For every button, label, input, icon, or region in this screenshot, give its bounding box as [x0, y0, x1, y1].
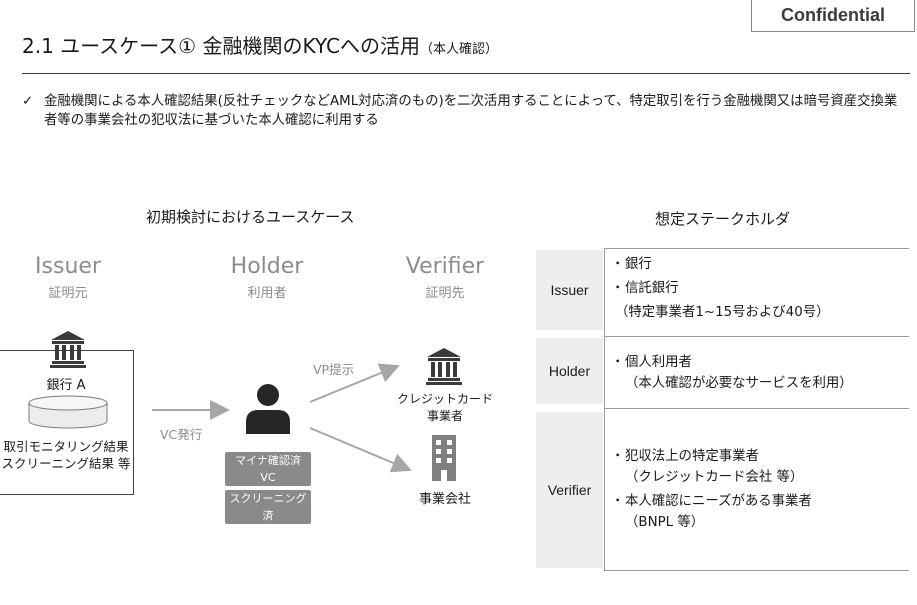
- summary-bullet: ✓ 金融機関による本人確認結果(反社チェックなどAML対応済のもの)を二次活用す…: [22, 92, 902, 130]
- table-line-top: [604, 248, 909, 249]
- screening-vc-line2: VC: [260, 526, 276, 539]
- role-verifier-ja: 証明先: [425, 286, 465, 301]
- page-title-main: 2.1 ユースケース① 金融機関のKYCへの活用: [22, 34, 420, 58]
- role-holder-ja: 利用者: [247, 286, 287, 301]
- card-company-bank-icon: [426, 348, 462, 385]
- mynumber-vc-line1: マイナ確認済: [235, 454, 301, 467]
- card-company-line2: 事業者: [426, 409, 463, 423]
- bullet-mark: ・: [611, 449, 625, 464]
- screening-vc-badge: スクリーニング済 VC: [225, 490, 311, 539]
- person-icon: [246, 384, 290, 434]
- bullet-mark: ・: [611, 257, 625, 272]
- table-line-bottom: [604, 570, 909, 571]
- bullet-mark: ・: [611, 355, 625, 370]
- role-issuer-en: Issuer: [35, 254, 101, 279]
- holder-desc-line1: 個人利用者: [625, 355, 692, 370]
- page-title: 2.1 ユースケース① 金融機関のKYCへの活用（本人確認）: [22, 30, 498, 59]
- confidential-badge: Confidential: [751, 0, 915, 32]
- office-building-icon: [432, 435, 456, 481]
- page-title-sub: （本人確認）: [419, 42, 498, 57]
- issuer-bank-name: 銀行 A: [46, 378, 86, 393]
- mynumber-vc-badge: マイナ確認済 VC: [225, 452, 311, 486]
- verifier-desc: ・犯収法上の特定事業者 （クレジットカード会社 等） ・本人確認にニーズがある事…: [611, 446, 812, 533]
- bullet-mark: ・: [611, 281, 625, 296]
- table-line-1: [604, 336, 909, 337]
- table-line-2: [604, 408, 909, 409]
- holder-desc-line2: （本人確認が必要なサービスを利用）: [625, 376, 853, 391]
- usecase-section-title: 初期検討におけるユースケース: [146, 208, 355, 226]
- table-divider: [604, 248, 605, 570]
- issuer-desc-line1: 銀行: [625, 257, 652, 272]
- check-icon: ✓: [22, 94, 34, 109]
- screening-vc-line1: スクリーニング済: [229, 492, 307, 522]
- verifier-desc-line4: （BNPL 等）: [625, 515, 705, 530]
- verifier-desc-line1: 犯収法上の特定事業者: [625, 449, 759, 464]
- summary-text: 金融機関による本人確認結果(反社チェックなどAML対応済のもの)を二次活用するこ…: [44, 94, 898, 128]
- role-verifier-en: Verifier: [405, 254, 485, 279]
- vp-present-label: VP提示: [313, 362, 355, 377]
- holder-desc: ・個人利用者 （本人確認が必要なサービスを利用）: [611, 352, 853, 394]
- stakeholder-holder-role: Holder: [536, 338, 603, 404]
- bullet-mark: ・: [611, 494, 625, 509]
- stakeholder-section-title: 想定ステークホルダ: [655, 210, 791, 228]
- card-company-line1: クレジットカード: [396, 392, 493, 406]
- issuer-records-line2: スクリーニング結果 等: [1, 456, 131, 471]
- stakeholder-verifier-role: Verifier: [536, 412, 603, 568]
- stakeholder-issuer-role: Issuer: [536, 250, 603, 330]
- database-icon: [28, 395, 108, 429]
- issuer-bank-box: [0, 350, 134, 495]
- role-issuer-ja: 証明元: [48, 286, 88, 301]
- mynumber-vc-line2: VC: [260, 471, 276, 484]
- issuer-desc: ・銀行 ・信託銀行 （特定事業者1~15号および40号）: [611, 254, 830, 323]
- verifier-desc-line2: （クレジットカード会社 等）: [625, 470, 804, 485]
- bank-icon: [50, 331, 86, 368]
- issuer-desc-line3: （特定事業者1~15号および40号）: [615, 305, 830, 320]
- business-company-label: 事業会社: [418, 492, 471, 507]
- issuer-records-line1: 取引モニタリング結果: [3, 439, 129, 454]
- issuer-desc-line2: 信託銀行: [625, 281, 679, 296]
- vp-present-arrow-card: [309, 363, 400, 403]
- vc-issue-label: VC発行: [160, 427, 203, 442]
- vp-present-arrow-company: [309, 427, 412, 473]
- verifier-desc-line3: 本人確認にニーズがある事業者: [625, 494, 812, 509]
- role-holder-en: Holder: [230, 254, 304, 279]
- title-divider: [22, 73, 910, 74]
